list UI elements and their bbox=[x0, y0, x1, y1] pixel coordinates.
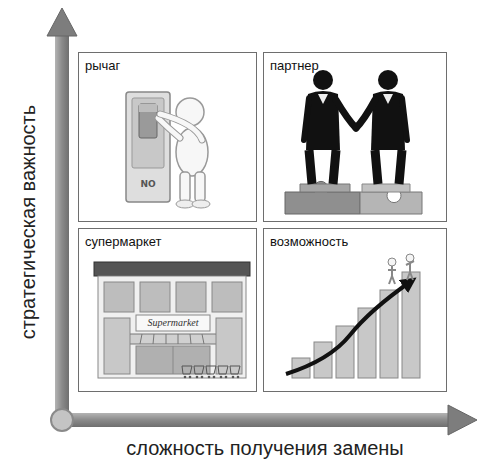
switch-illustration-part bbox=[139, 104, 157, 112]
quadrant-box: возможность bbox=[263, 228, 447, 392]
quadrant-box: рычаг bbox=[78, 52, 257, 222]
switch-illustration-part bbox=[132, 98, 164, 168]
supermarket-illustration-part-part bbox=[201, 376, 204, 379]
quadrant-label: рычаг bbox=[85, 58, 120, 74]
axis-origin bbox=[51, 409, 73, 431]
handshake-illustration-part bbox=[360, 192, 422, 214]
supermarket-illustration bbox=[94, 262, 250, 378]
supermarket-illustration-part-part bbox=[208, 376, 211, 379]
growth-illustration-part bbox=[286, 282, 410, 374]
supermarket-illustration-part-part bbox=[237, 376, 240, 379]
quadrant-box: супермаркет bbox=[78, 228, 257, 392]
y-axis-arrow bbox=[47, 8, 77, 422]
supermarket-illustration-part bbox=[124, 334, 222, 344]
growth-illustration-part bbox=[388, 266, 396, 284]
supermarket-illustration-part-part bbox=[184, 376, 187, 379]
handshake-illustration-part bbox=[378, 70, 398, 90]
y-axis-arrow-part bbox=[55, 32, 69, 422]
supermarket-illustration-part-part bbox=[189, 376, 192, 379]
handshake-illustration-part bbox=[285, 181, 360, 214]
supermarket-illustration-part bbox=[136, 315, 210, 331]
switch-illustration-part bbox=[160, 114, 202, 140]
supermarket-illustration-part bbox=[94, 262, 250, 276]
shop-sign: Supermarket bbox=[147, 317, 198, 329]
supermarket-illustration-part bbox=[98, 276, 246, 378]
x-axis-arrow-part bbox=[62, 413, 450, 427]
supermarket-illustration-part bbox=[182, 366, 240, 374]
handshake-illustration-part bbox=[402, 98, 407, 140]
x-axis-arrow bbox=[62, 405, 477, 435]
quadrant-box: партнер bbox=[263, 52, 447, 222]
quadrant-label: супермаркет bbox=[85, 234, 161, 250]
switch-illustration-part bbox=[139, 104, 157, 138]
supermarket-illustration-part bbox=[140, 334, 204, 344]
switch-marking: NO bbox=[140, 179, 155, 190]
axis-title: сложность получения замены bbox=[126, 436, 403, 460]
handshake-illustration-part bbox=[356, 100, 375, 128]
handshake-illustration-part bbox=[300, 184, 350, 192]
switch-illustration-part bbox=[180, 172, 190, 202]
x-axis-arrow-part bbox=[448, 405, 477, 435]
supermarket-illustration-part-part bbox=[182, 366, 240, 374]
switch-illustration-part bbox=[126, 92, 170, 202]
supermarket-illustration-part-part bbox=[196, 376, 199, 379]
supermarket-illustration-part-part bbox=[225, 376, 228, 379]
switch-illustration-part bbox=[176, 200, 194, 208]
growth-illustration-part bbox=[388, 258, 396, 266]
handshake-illustration-part bbox=[362, 184, 410, 192]
supermarket-illustration-part-part bbox=[232, 376, 235, 379]
handshake-illustration-part bbox=[318, 94, 393, 104]
growth-illustration bbox=[286, 254, 420, 378]
switch-illustration bbox=[126, 92, 210, 208]
supermarket-illustration-part-part bbox=[213, 376, 216, 379]
switch-illustration-part bbox=[160, 114, 202, 140]
handshake-illustration-part bbox=[375, 150, 402, 184]
supermarket-illustration-part bbox=[184, 376, 240, 379]
supermarket-illustration-part bbox=[173, 346, 174, 374]
handshake-illustration-part bbox=[309, 150, 336, 184]
handshake-illustration-part bbox=[304, 98, 309, 140]
quadrant-label: партнер bbox=[270, 58, 319, 74]
supermarket-illustration-part bbox=[140, 282, 170, 312]
supermarket-illustration-part bbox=[104, 318, 130, 374]
axis-title: стратегическая важность bbox=[16, 105, 40, 339]
growth-illustration-part bbox=[406, 261, 414, 280]
handshake-illustration-part bbox=[336, 100, 356, 128]
supermarket-illustration-part-part bbox=[220, 376, 223, 379]
quadrant-label: возможность bbox=[270, 234, 348, 250]
y-axis-arrow-part bbox=[47, 8, 77, 36]
supermarket-illustration-part bbox=[212, 282, 242, 312]
switch-illustration-part bbox=[192, 200, 210, 208]
supermarket-illustration-part bbox=[176, 282, 206, 312]
handshake-illustration bbox=[285, 70, 422, 214]
switch-illustration-part bbox=[195, 172, 205, 202]
supermarket-illustration-part bbox=[136, 346, 210, 374]
supermarket-illustration-part bbox=[104, 282, 134, 312]
